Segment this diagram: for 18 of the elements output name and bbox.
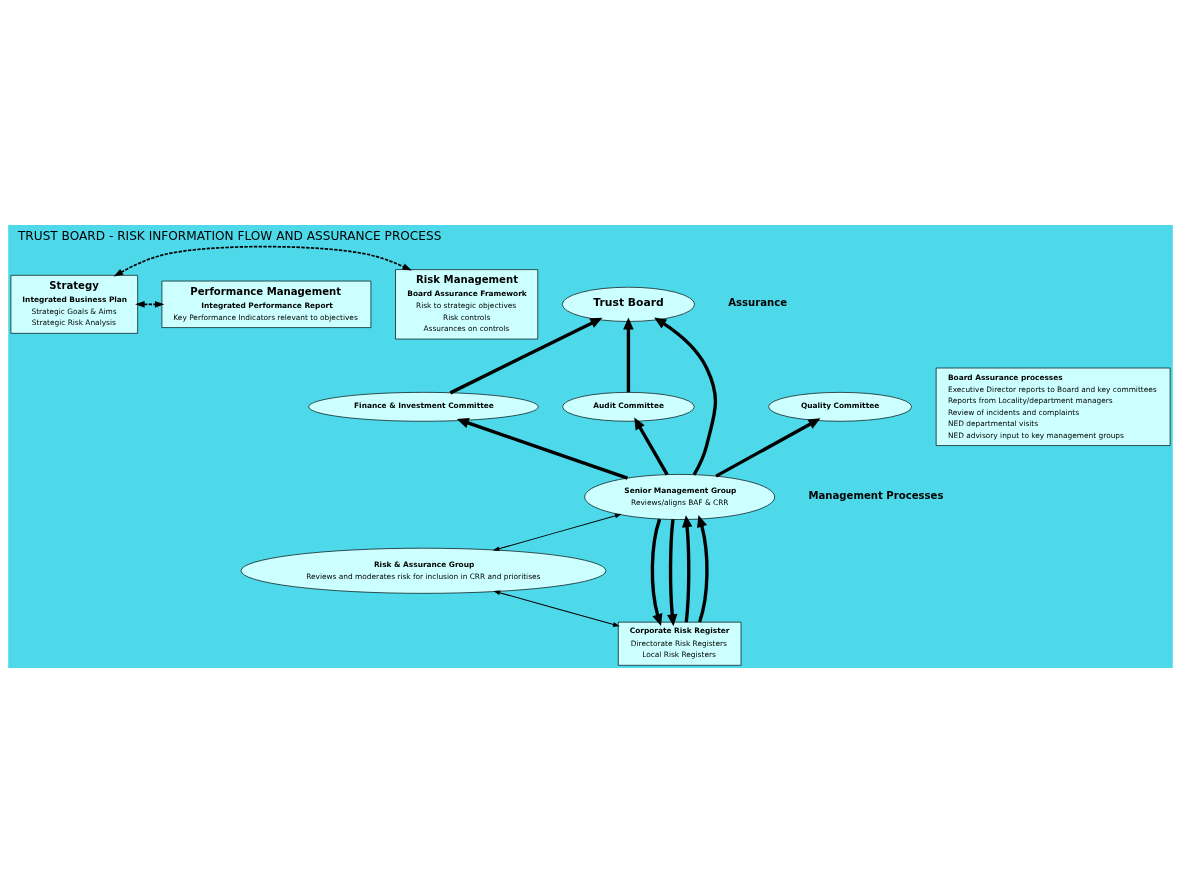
arrow [456, 418, 629, 480]
arrow [634, 417, 669, 476]
arrow [492, 513, 622, 551]
arrow [650, 518, 663, 626]
arrow [681, 515, 693, 623]
node-ellipse: Trust Board [561, 286, 695, 322]
label: Management Processes [808, 489, 944, 501]
arrow [667, 519, 678, 627]
arrow [113, 245, 412, 277]
label: Assurance [728, 297, 788, 309]
arrow [135, 301, 165, 308]
arrow [623, 317, 634, 393]
arrow [654, 317, 718, 476]
arrow [697, 515, 709, 623]
diagram-title: TRUST BOARD - RISK INFORMATION FLOW AND ASSURANCE PROCESS [17, 229, 442, 244]
arrow [715, 418, 821, 478]
arrow [449, 317, 603, 395]
arrow [493, 590, 620, 627]
